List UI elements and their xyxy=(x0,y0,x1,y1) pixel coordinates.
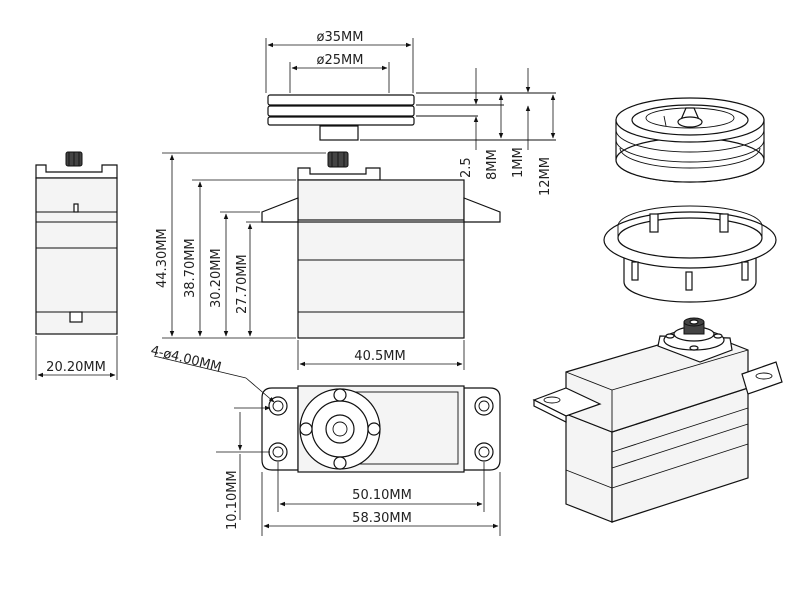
dim-holes-4x4: 4-ø4.00MM xyxy=(149,343,223,375)
dim-w-40-5: 40.5MM xyxy=(354,349,405,364)
dim-dia-25: ø25MM xyxy=(317,53,364,68)
dim-h-1: 1MM xyxy=(511,147,526,178)
servo-front-view: 44.30MM 38.70MM 30.20MM 27.70MM 40.5MM xyxy=(155,151,501,370)
dim-h-30-20: 30.20MM xyxy=(209,248,224,308)
dim-h-2-5: 2.5 xyxy=(459,157,474,178)
dim-h-27-70: 27.70MM xyxy=(235,254,250,314)
dim-w-20-20: 20.20MM xyxy=(46,360,106,375)
dim-h-38-70: 38.70MM xyxy=(183,238,198,298)
pulley-side-view: ø35MM ø25MM 2.5 8MM 1MM 12MM xyxy=(265,30,556,196)
dim-h-8: 8MM xyxy=(485,149,500,180)
pulley-isometric xyxy=(615,97,765,183)
dim-h-44-30: 44.30MM xyxy=(155,228,170,288)
servo-top-view: 4-ø4.00MM 10.10MM 50.10MM 58.30MM xyxy=(149,343,501,536)
dim-h-12: 12MM xyxy=(538,157,553,196)
dim-dia-35: ø35MM xyxy=(317,30,364,45)
dim-h-10-10: 10.10MM xyxy=(225,470,240,530)
dim-w-58-30: 58.30MM xyxy=(352,511,412,526)
servo-side-view: 20.20MM xyxy=(35,151,118,380)
dim-w-50-10: 50.10MM xyxy=(352,488,412,503)
cup-isometric xyxy=(603,205,777,303)
servo-isometric xyxy=(532,317,783,523)
